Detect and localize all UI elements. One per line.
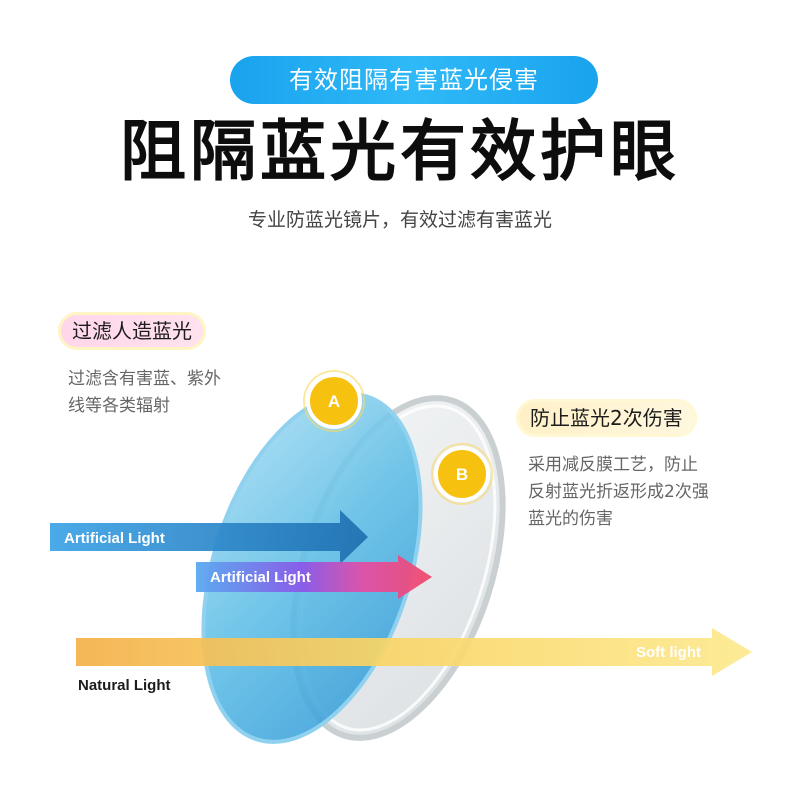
badge-a-letter: A	[328, 392, 340, 411]
prevent-desc-line: 采用减反膜工艺，防止	[528, 455, 698, 475]
filter-artificial-blue-tag: 过滤人造蓝光	[58, 312, 206, 350]
artificial-light-arrow-pink: Artificial Light	[196, 555, 432, 599]
arrow1-label: Artificial Light	[64, 530, 165, 547]
top-pill-banner: 有效阻隔有害蓝光侵害	[230, 56, 598, 104]
badge-b: B	[431, 443, 493, 505]
prevent-desc-line: 蓝光的伤害	[528, 509, 613, 529]
badge-b-letter: B	[456, 465, 468, 484]
prevent-description: 采用减反膜工艺，防止 反射蓝光折返形成2次强 蓝光的伤害	[528, 452, 709, 533]
page-subtitle: 专业防蓝光镜片，有效过滤有害蓝光	[247, 209, 552, 231]
filter-desc-line: 过滤含有害蓝、紫外	[68, 369, 221, 389]
prevent-secondary-damage-tag: 防止蓝光2次伤害	[516, 399, 697, 437]
badge-a: A	[303, 370, 365, 432]
page-title: 阻隔蓝光有效护眼	[120, 113, 680, 190]
filter-description: 过滤含有害蓝、紫外 线等各类辐射	[68, 366, 221, 420]
arrow2-label: Artificial Light	[210, 569, 311, 586]
prevent-desc-line: 反射蓝光折返形成2次强	[528, 482, 709, 502]
natural-light-label: Natural Light	[78, 677, 171, 694]
arrow3-label: Soft light	[636, 644, 701, 661]
filter-desc-line: 线等各类辐射	[68, 396, 170, 416]
soft-light-arrow: Soft light	[76, 628, 752, 676]
artificial-light-arrow-blue: Artificial Light	[50, 510, 368, 564]
